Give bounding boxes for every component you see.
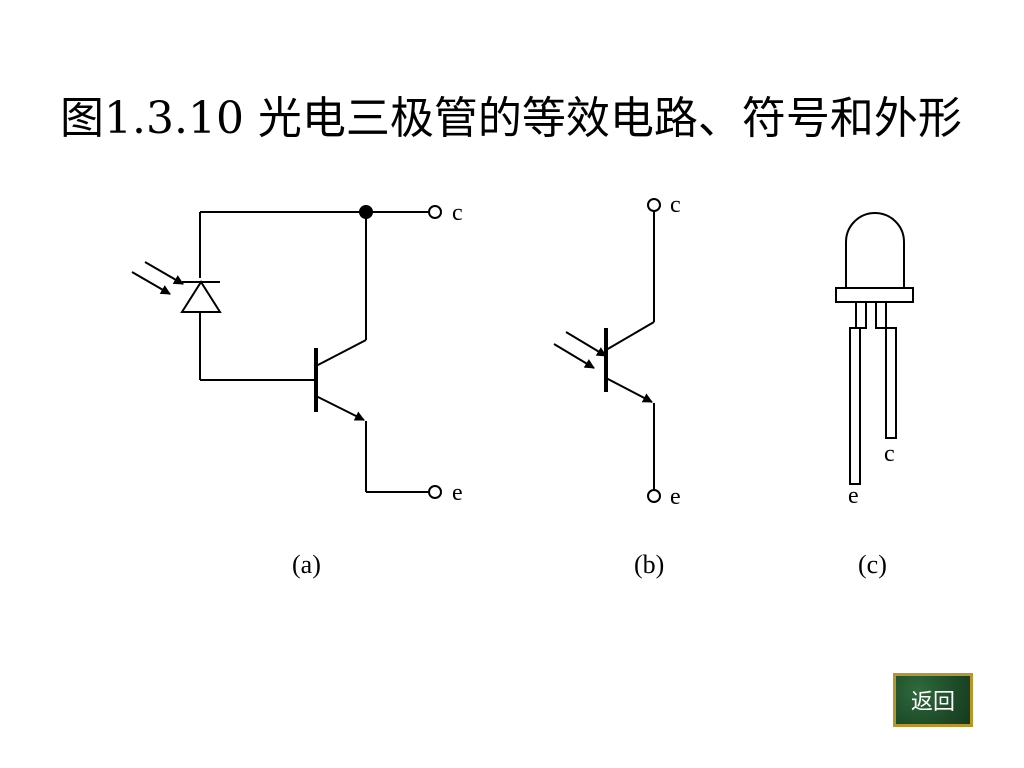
terminal-e-b — [647, 489, 661, 503]
label-e-a: e — [452, 480, 463, 506]
photodiode — [180, 280, 222, 318]
lead-step-right — [875, 302, 887, 329]
caption-b: (b) — [634, 550, 664, 579]
lead-step-left — [855, 302, 867, 329]
transistor-emitter — [315, 395, 365, 421]
junction-dot — [359, 205, 373, 219]
lead-c — [885, 327, 897, 439]
label-c-c: c — [884, 441, 895, 467]
label-e-c: e — [848, 483, 859, 509]
package-flange — [835, 287, 914, 303]
label-e-b: e — [670, 484, 681, 510]
light-arrows-a — [131, 261, 184, 295]
caption-a: (a) — [292, 550, 321, 579]
lead-e — [849, 327, 861, 485]
label-c-a: c — [452, 200, 463, 226]
collector-b — [605, 321, 655, 351]
emitter-b — [605, 377, 653, 403]
phototransistor-outline-c — [835, 212, 914, 485]
slide-title: 图1.3.10 光电三极管的等效电路、符号和外形 — [60, 93, 962, 144]
light-arrows-b — [553, 331, 607, 369]
terminal-e-a — [428, 485, 442, 499]
terminal-c-a — [428, 205, 442, 219]
transistor-collector — [315, 339, 367, 367]
lens-dome — [845, 212, 905, 290]
equivalent-circuit-a — [131, 205, 442, 499]
back-button[interactable]: 返回 — [893, 673, 973, 727]
phototransistor-symbol-b — [553, 198, 661, 503]
label-c-b: c — [670, 192, 681, 218]
terminal-c-b — [647, 198, 661, 212]
caption-c: (c) — [858, 550, 887, 579]
